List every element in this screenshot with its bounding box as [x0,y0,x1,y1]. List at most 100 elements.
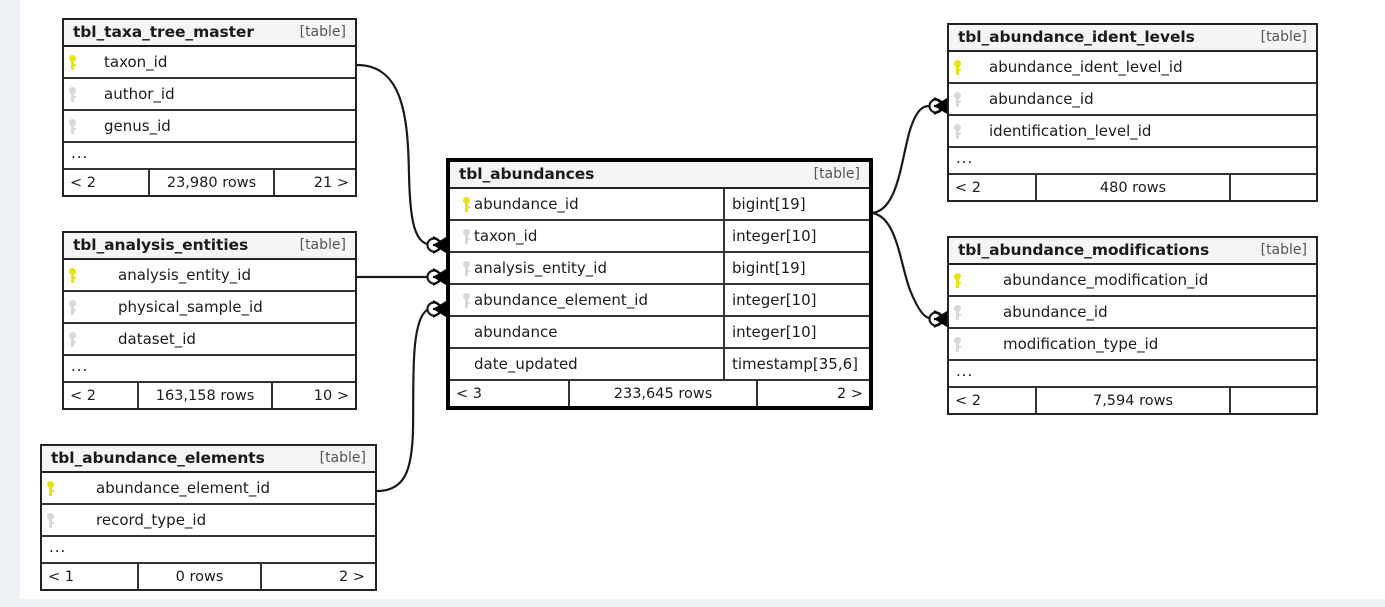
column-type: bigint[19] [723,253,869,283]
column-type: integer[10] [723,285,869,315]
table-card-tbl-taxa-tree-master[interactable]: tbl_taxa_tree_master [table] taxon_id au… [62,18,357,197]
more-columns-indicator[interactable]: ... [949,361,1316,388]
foreign-key-icon [458,292,474,308]
table-card-tbl-abundance-ident-levels[interactable]: tbl_abundance_ident_levels [table] abund… [947,23,1318,202]
table-kind-label: [table] [1260,242,1307,258]
foreign-key-icon [458,228,474,244]
next-page-button[interactable]: 10 > [313,387,349,404]
foreign-key-icon [949,329,965,359]
primary-key-icon [458,196,474,212]
column-row[interactable]: abundance_element_id [42,473,375,505]
column-row[interactable]: author_id [64,79,355,111]
table-kind-label: [table] [299,237,346,253]
prev-page-button[interactable]: < 2 [70,174,96,191]
next-page-button[interactable]: 21 > [313,174,349,191]
prev-page-button[interactable]: < 2 [955,392,981,409]
table-header: tbl_abundance_elements [table] [42,446,375,473]
column-type: integer[10] [723,317,869,347]
table-card-tbl-analysis-entities[interactable]: tbl_analysis_entities [table] analysis_e… [62,231,357,410]
next-page-button[interactable]: 2 > [837,385,863,402]
primary-key-icon [42,473,58,503]
column-type: bigint[19] [723,189,869,219]
column-name: abundance_id [1003,303,1108,321]
table-header: tbl_abundance_ident_levels [table] [949,25,1316,52]
column-row[interactable]: abundance integer[10] [450,317,869,349]
column-row[interactable]: record_type_id [42,505,375,537]
table-footer: < 2 480 rows [949,175,1316,200]
next-page-button[interactable] [1231,388,1316,413]
column-row[interactable]: abundance_id bigint[19] [450,189,869,221]
table-header: tbl_abundance_modifications [table] [949,238,1316,265]
column-row[interactable]: abundance_ident_level_id [949,52,1316,84]
more-columns-indicator[interactable]: ... [64,143,355,170]
table-footer: < 2 163,158 rows 10 > [64,383,355,408]
column-type: integer[10] [723,221,869,251]
row-count: 0 rows [137,564,262,589]
more-columns-indicator[interactable]: ... [64,356,355,383]
table-kind-label: [table] [813,166,860,182]
table-footer: < 2 7,594 rows [949,388,1316,413]
column-name: genus_id [104,117,171,135]
column-name: taxon_id [104,53,168,71]
column-row[interactable]: date_updated timestamp[35,6] [450,349,869,381]
table-title: tbl_abundances [459,165,595,183]
more-columns-indicator[interactable]: ... [949,148,1316,175]
table-header: tbl_abundances [table] [450,162,869,189]
column-name: abundance_modification_id [1003,271,1209,289]
column-name: identification_level_id [989,122,1152,140]
canvas-left-gutter [0,0,20,607]
column-row[interactable]: abundance_id [949,84,1316,116]
column-name: record_type_id [96,511,207,529]
table-title: tbl_abundance_modifications [958,241,1210,259]
column-name: abundance_element_id [474,291,648,309]
foreign-key-icon [949,84,965,114]
column-row[interactable]: dataset_id [64,324,355,356]
more-columns-indicator[interactable]: ... [42,537,375,564]
table-card-tbl-abundance-elements[interactable]: tbl_abundance_elements [table] abundance… [40,444,377,591]
prev-page-button[interactable]: < 3 [456,385,482,402]
prev-page-button[interactable]: < 2 [70,387,96,404]
column-name: abundance_element_id [96,479,270,497]
column-name: physical_sample_id [118,298,263,316]
column-row[interactable]: abundance_element_id integer[10] [450,285,869,317]
foreign-key-icon [64,292,80,322]
column-row[interactable]: taxon_id integer[10] [450,221,869,253]
table-title: tbl_abundance_ident_levels [958,28,1195,46]
table-footer: < 1 0 rows 2 > [42,564,375,589]
table-footer: < 3 233,645 rows 2 > [450,381,869,406]
foreign-key-icon [64,79,80,109]
column-row[interactable]: identification_level_id [949,116,1316,148]
column-row[interactable]: physical_sample_id [64,292,355,324]
foreign-key-icon [458,260,474,276]
foreign-key-icon [949,116,965,146]
table-title: tbl_taxa_tree_master [73,23,254,41]
column-name: modification_type_id [1003,335,1159,353]
column-name: abundance [474,323,558,341]
column-row[interactable]: abundance_modification_id [949,265,1316,297]
column-row[interactable]: genus_id [64,111,355,143]
foreign-key-icon [64,324,80,354]
next-page-button[interactable]: 2 > [339,568,365,585]
row-count: 163,158 rows [137,383,273,408]
column-row[interactable]: taxon_id [64,47,355,79]
next-page-button[interactable] [1231,175,1316,200]
column-row[interactable]: analysis_entity_id [64,260,355,292]
table-kind-label: [table] [319,450,366,466]
column-name: analysis_entity_id [118,266,251,284]
prev-page-button[interactable]: < 1 [48,568,74,585]
column-name: abundance_id [989,90,1094,108]
column-row[interactable]: analysis_entity_id bigint[19] [450,253,869,285]
table-header: tbl_analysis_entities [table] [64,233,355,260]
primary-key-icon [64,260,80,290]
table-title: tbl_abundance_elements [51,449,265,467]
column-row[interactable]: modification_type_id [949,329,1316,361]
prev-page-button[interactable]: < 2 [955,179,981,196]
column-name: analysis_entity_id [474,259,607,277]
table-card-tbl-abundances[interactable]: tbl_abundances [table] abundance_id bigi… [446,158,873,410]
column-type: timestamp[35,6] [723,349,869,379]
column-row[interactable]: abundance_id [949,297,1316,329]
row-count: 23,980 rows [148,170,275,195]
column-name: author_id [104,85,175,103]
table-card-tbl-abundance-modifications[interactable]: tbl_abundance_modifications [table] abun… [947,236,1318,415]
foreign-key-icon [949,297,965,327]
